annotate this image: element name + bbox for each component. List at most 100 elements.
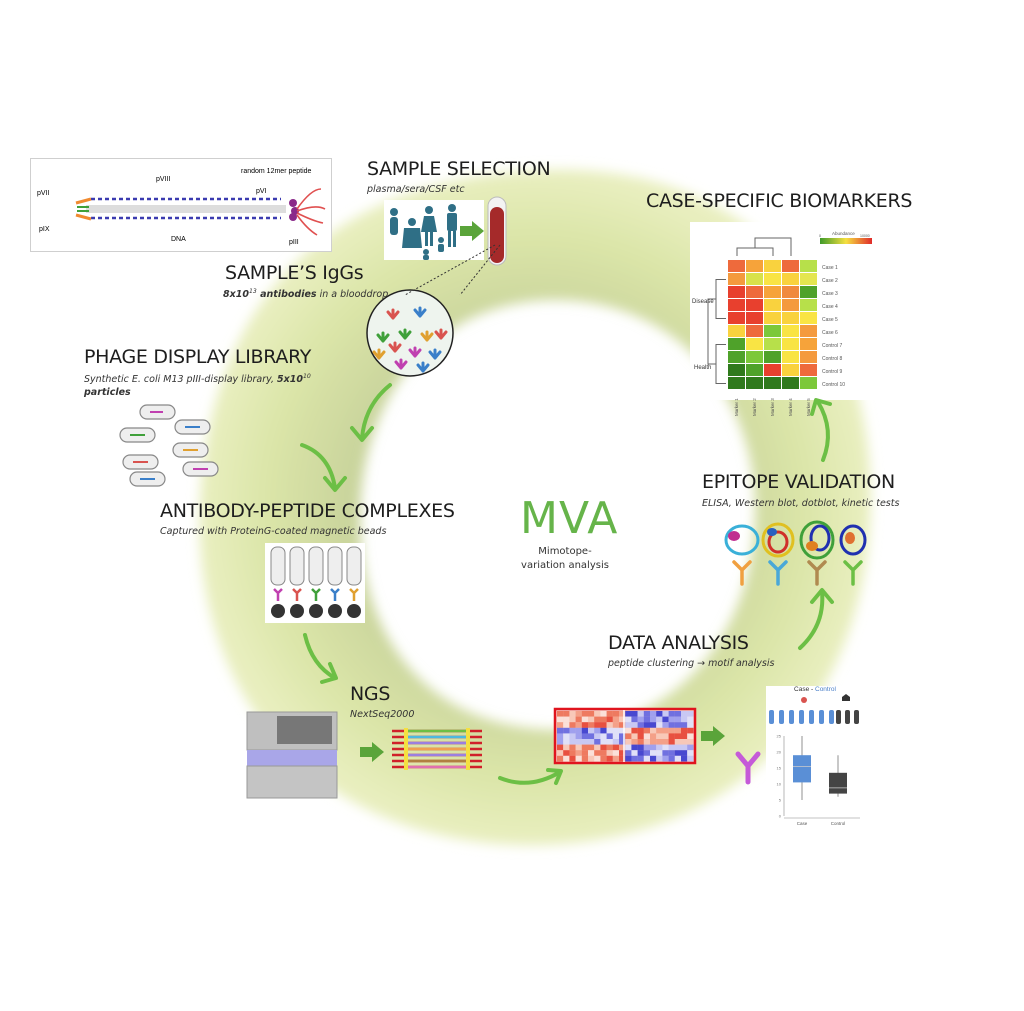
- cluster-cell: [588, 711, 595, 717]
- cluster-cell: [656, 727, 663, 734]
- cluster-cell: [557, 727, 564, 734]
- heatmap-cell: [782, 338, 799, 350]
- heatmap-cell: [728, 338, 745, 350]
- heatmap-cell: [746, 312, 763, 324]
- cluster-cell: [588, 750, 595, 756]
- abundance-legend-bar: [820, 238, 872, 244]
- cluster-cell: [687, 722, 694, 728]
- cluster-cell: [674, 711, 682, 717]
- cluster-cell: [563, 750, 570, 756]
- ngs-subtitle: NextSeq2000: [350, 709, 415, 720]
- cluster-cell: [557, 755, 564, 762]
- heatmap-cell: [746, 273, 763, 285]
- cluster-cell: [563, 739, 570, 745]
- cluster-cell: [643, 716, 651, 723]
- cluster-cell: [637, 716, 644, 723]
- cluster-cell: [594, 750, 601, 756]
- heatmap-cell: [764, 351, 781, 363]
- cluster-cell: [557, 744, 564, 751]
- heatmap-row-label: Case 5: [822, 317, 838, 323]
- cluster-cell: [656, 711, 663, 717]
- cluster-cell: [575, 722, 582, 728]
- cluster-cell: [668, 739, 675, 745]
- cluster-cell: [594, 722, 601, 728]
- cluster-cell: [569, 744, 576, 751]
- cluster-cell: [637, 727, 644, 734]
- cluster-cell: [563, 716, 570, 723]
- heatmap-row-label: Control 7: [822, 343, 843, 349]
- cluster-cell: [681, 750, 688, 756]
- cluster-cell: [687, 750, 694, 756]
- cluster-cell: [681, 733, 688, 740]
- cluster-cell: [637, 733, 644, 740]
- cluster-cell: [612, 727, 620, 734]
- heatmap-cell: [746, 286, 763, 298]
- data-analysis-subtitle: peptide clustering → motif analysis: [608, 658, 775, 669]
- cluster-cell: [619, 727, 626, 734]
- cluster-cell: [625, 744, 632, 751]
- phage-illustration: pVII pVIII random 12mer peptide pVI pIX …: [37, 168, 326, 246]
- cluster-cell: [581, 733, 589, 740]
- cluster-cell: [687, 739, 694, 745]
- cluster-cell: [643, 755, 651, 762]
- label-pix: pIX: [39, 226, 50, 233]
- abundance-legend-label: Abundance: [832, 231, 855, 236]
- cluster-cell: [612, 733, 620, 740]
- x-tick-label: Case: [797, 821, 808, 826]
- y-tick-label: 15: [777, 766, 782, 771]
- cluster-cell: [600, 744, 607, 751]
- cluster-cell: [662, 739, 669, 745]
- phage-library-illustration: [119, 404, 219, 487]
- cluster-cell: [662, 744, 669, 751]
- cluster-cell: [619, 744, 626, 751]
- cluster-cell: [563, 722, 570, 728]
- cluster-cell: [631, 755, 638, 762]
- heatmap-cell: [746, 260, 763, 272]
- cluster-cell: [588, 744, 595, 751]
- cluster-cell: [681, 755, 688, 762]
- heatmap-cell: [800, 260, 817, 272]
- cluster-cell: [612, 716, 620, 723]
- cluster-cell: [668, 744, 675, 751]
- protein-4: [839, 524, 867, 556]
- cluster-cell: [662, 711, 669, 717]
- cluster-cell: [563, 744, 570, 751]
- cluster-cell: [563, 727, 570, 734]
- cluster-cell: [687, 744, 694, 751]
- complexes-illustration: [270, 546, 362, 618]
- cluster-cell: [662, 722, 669, 728]
- cluster-cell: [581, 739, 589, 745]
- phage-diagram: pVII pVIII random 12mer peptide pVI pIX …: [30, 158, 332, 252]
- cluster-cell: [581, 722, 589, 728]
- cluster-cell: [668, 733, 675, 740]
- heatmap-cell: [782, 325, 799, 337]
- cluster-cell: [594, 727, 601, 734]
- cluster-cell: [594, 711, 601, 717]
- heatmap-cell: [728, 286, 745, 298]
- row-dendrogram: [707, 279, 726, 384]
- zoom-lines: [404, 244, 501, 296]
- cluster-cell: [557, 722, 564, 728]
- cluster-cell: [606, 744, 613, 751]
- heatmap-cell: [782, 273, 799, 285]
- cluster-cell: [674, 750, 682, 756]
- heatmap-cell: [746, 338, 763, 350]
- cluster-cell: [650, 733, 657, 740]
- cluster-cell: [600, 727, 607, 734]
- cluster-cell: [674, 716, 682, 723]
- blood-tube-icon: [487, 196, 507, 266]
- heatmap-row-label: Case 2: [822, 278, 838, 284]
- label-piii: pIII: [289, 239, 299, 246]
- boxplot-title-case: Case: [794, 686, 810, 693]
- heatmap-cell: [764, 312, 781, 324]
- cluster-cell: [631, 733, 638, 740]
- y-tick-label: 0: [779, 814, 782, 819]
- heatmap-cell: [728, 377, 745, 389]
- sample-selection-title: SAMPLE SELECTION: [367, 158, 551, 180]
- abundance-legend-min: 0: [819, 234, 821, 238]
- cluster-cell: [637, 744, 644, 751]
- ngs-title: NGS: [350, 683, 391, 705]
- people-icon: [390, 204, 457, 260]
- heatmap-cell: [782, 364, 799, 376]
